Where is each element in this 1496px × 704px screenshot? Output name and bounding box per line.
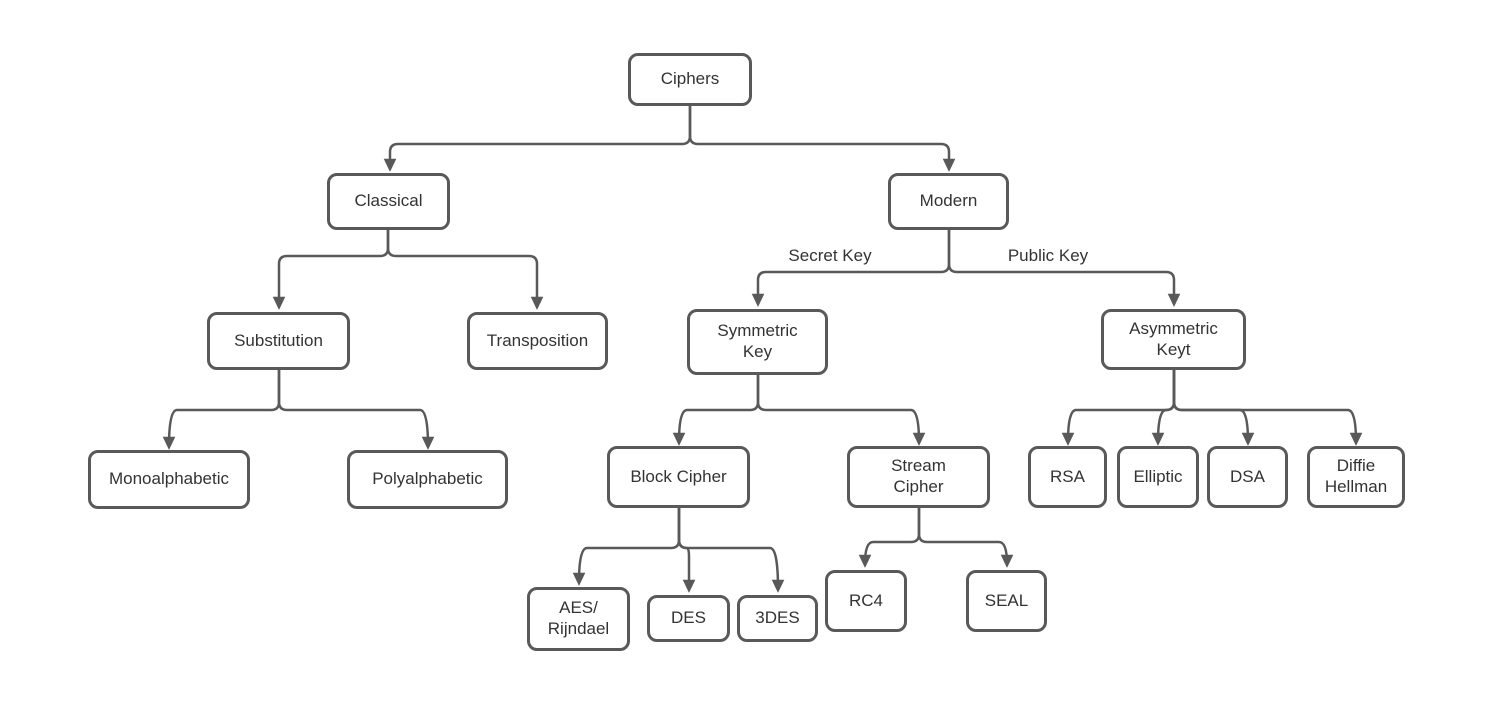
node-block-cipher: Block Cipher — [607, 446, 750, 508]
edge-stream-rc4 — [865, 506, 921, 564]
node-dsa: DSA — [1207, 446, 1288, 508]
edge-block-aes — [579, 506, 681, 582]
node-diffie-hellman: Diffie Hellman — [1307, 446, 1405, 508]
edge-asymmetric-diffie — [1172, 368, 1356, 442]
node-modern: Modern — [888, 173, 1009, 230]
edge-label-public-key: Public Key — [990, 246, 1106, 266]
edge-stream-seal — [917, 506, 1007, 564]
node-transposition: Transposition — [467, 312, 608, 370]
edge-classical-transposition — [386, 228, 537, 306]
edge-block-3des — [677, 506, 778, 589]
edge-asymmetric-dsa — [1172, 368, 1248, 442]
node-ciphers: Ciphers — [628, 53, 752, 106]
edge-modern-asymmetric — [947, 228, 1174, 303]
node-seal: SEAL — [966, 570, 1047, 632]
node-des: DES — [647, 595, 730, 642]
edge-modern-symmetric — [758, 228, 951, 303]
node-elliptic: Elliptic — [1117, 446, 1199, 508]
edge-ciphers-modern — [688, 104, 949, 168]
edge-classical-substitution — [279, 228, 390, 306]
node-aes-rijndael: AES/ Rijndael — [527, 587, 630, 651]
node-stream-cipher: Stream Cipher — [847, 446, 990, 508]
edge-label-secret-key: Secret Key — [770, 246, 890, 266]
node-rsa: RSA — [1028, 446, 1107, 508]
edge-substitution-polyalphabetic — [277, 368, 428, 446]
node-classical: Classical — [327, 173, 450, 230]
node-substitution: Substitution — [207, 312, 350, 370]
edge-symmetric-stream — [756, 373, 919, 442]
node-3des: 3DES — [737, 595, 818, 642]
edge-symmetric-block — [679, 373, 760, 442]
edge-asymmetric-elliptic — [1158, 368, 1176, 442]
node-monoalphabetic: Monoalphabetic — [88, 450, 250, 509]
node-asymmetric-key: Asymmetric Keyt — [1101, 309, 1246, 370]
node-polyalphabetic: Polyalphabetic — [347, 450, 508, 509]
edge-substitution-monoalphabetic — [169, 368, 281, 446]
node-symmetric-key: Symmetric Key — [687, 309, 828, 375]
node-rc4: RC4 — [825, 570, 907, 632]
edge-ciphers-classical — [390, 104, 692, 168]
